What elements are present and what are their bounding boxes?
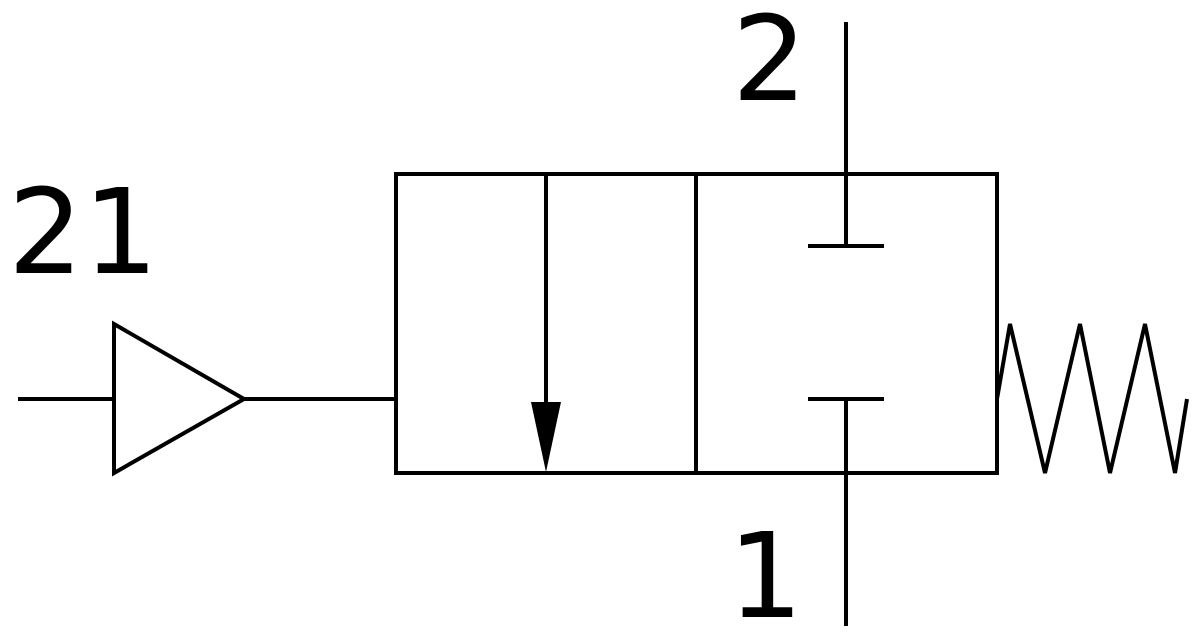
return-spring-icon [995, 323, 1189, 474]
pilot-triangle-icon [112, 320, 249, 477]
flow-arrow-head-icon [531, 402, 561, 472]
outlet-port-label: 2 [732, 0, 807, 128]
inlet-port-label: 1 [728, 507, 803, 636]
pilot-port-label: 21 [8, 163, 158, 301]
